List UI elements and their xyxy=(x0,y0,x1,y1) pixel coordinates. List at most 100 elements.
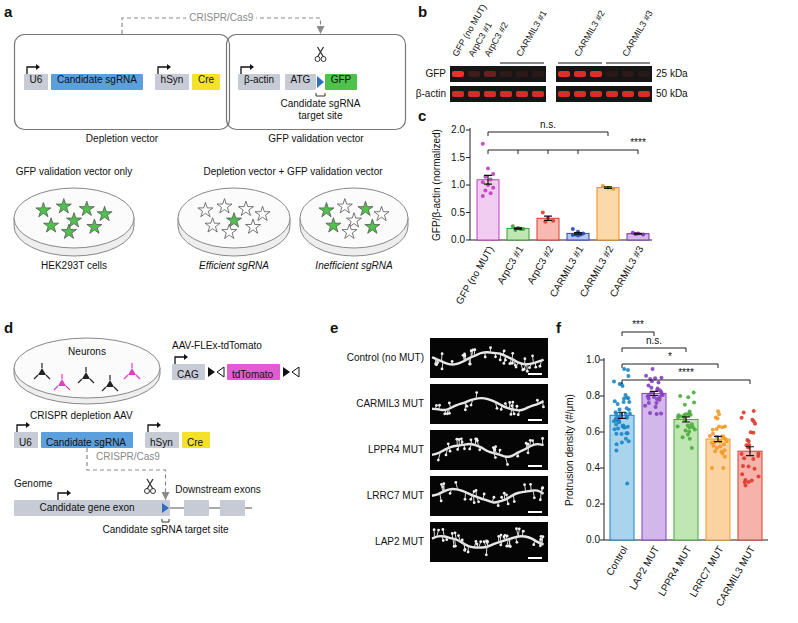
dendrite-image xyxy=(505,545,508,548)
bar-chart xyxy=(625,431,629,435)
dendrite-image xyxy=(456,448,459,451)
start-codon-box: ATG xyxy=(285,74,316,90)
dendrite-image xyxy=(435,404,438,407)
dendrite-image xyxy=(440,500,443,503)
bar-chart xyxy=(489,178,493,182)
dendrite-image xyxy=(430,338,548,378)
significance-mark: * xyxy=(668,351,672,363)
panel-letter: a xyxy=(4,3,12,21)
box-label: β-actin xyxy=(238,74,280,86)
dendrite-image xyxy=(539,544,542,547)
exon-shape xyxy=(14,500,170,516)
dendrite-image xyxy=(511,362,514,365)
promoter-box: β-actin xyxy=(238,74,280,90)
dendrite-image xyxy=(511,352,514,355)
dish-shape xyxy=(44,218,59,232)
culture-dish: HEK293T cells xyxy=(12,182,136,272)
cre-box: Cre xyxy=(192,74,220,90)
western-blot xyxy=(500,62,544,63)
dendrite-image xyxy=(509,545,512,548)
vector-name: AAV-FLEx-tdTomato xyxy=(172,340,262,352)
cre-box: Cre xyxy=(182,432,210,448)
scissors-icon xyxy=(145,479,156,494)
bar-chart xyxy=(600,432,604,433)
bar-chart xyxy=(743,478,747,482)
neuron-cell xyxy=(58,379,66,386)
dendrite-image xyxy=(485,553,488,556)
bar-chart xyxy=(634,233,642,235)
dendrite-image xyxy=(516,405,519,408)
neuron-cell xyxy=(54,374,70,390)
dish-shape xyxy=(346,213,361,227)
dendrite-image xyxy=(536,399,539,402)
dendrite-image xyxy=(532,543,535,546)
category-label: Control xyxy=(604,544,631,578)
dendrite-image xyxy=(467,551,470,554)
dendrite-image xyxy=(451,532,454,535)
dendrite-image xyxy=(503,350,506,353)
bar-chart xyxy=(686,395,690,399)
bar-chart xyxy=(489,191,493,195)
dendrite-image xyxy=(533,496,536,499)
bar-chart xyxy=(650,391,658,395)
dendrite-image xyxy=(513,413,516,416)
tick-label: 1.5 xyxy=(451,152,465,164)
dendrite-image xyxy=(464,498,467,501)
bar-chart xyxy=(614,448,618,452)
bar-chart xyxy=(740,452,744,456)
scale-bar xyxy=(528,419,542,421)
box-label: tdTomato xyxy=(227,367,278,383)
dendrite-image xyxy=(500,496,503,499)
bar-chart xyxy=(466,212,470,213)
bar-chart xyxy=(600,540,604,541)
dendrite-image xyxy=(516,541,519,544)
bar-chart xyxy=(622,380,750,384)
bar-chart xyxy=(643,404,647,408)
dendrite-image xyxy=(475,391,478,394)
dendrite-image xyxy=(499,449,502,452)
bar-chart xyxy=(651,367,655,371)
caption: GFP validation vector xyxy=(226,133,406,145)
dendrite-image xyxy=(500,408,503,411)
promoter-arrow xyxy=(167,64,171,70)
edge-label: CRISPR/Cas9 xyxy=(93,451,163,463)
bar-chart xyxy=(625,406,629,410)
dendrite-image xyxy=(473,348,476,351)
dendrite-image xyxy=(442,539,445,542)
dendrite-image xyxy=(458,438,461,441)
dendrite-image xyxy=(430,476,548,516)
box-label: hSyn xyxy=(155,74,189,86)
bar-chart xyxy=(622,364,718,368)
dish-shape xyxy=(337,199,352,213)
dendrite-image xyxy=(430,338,548,562)
scissors-icon xyxy=(315,47,326,62)
loxp-site xyxy=(283,367,299,377)
bar-chart xyxy=(466,157,470,158)
tick-label: 0.0 xyxy=(451,234,465,246)
scissors-icon xyxy=(315,57,320,62)
western-blot xyxy=(622,91,634,97)
scissors-icon xyxy=(145,489,150,494)
bar-chart xyxy=(614,432,618,436)
bracket xyxy=(316,93,325,96)
dendrite-image xyxy=(484,356,487,359)
bar-chart xyxy=(692,401,696,405)
western-blot xyxy=(558,62,602,63)
dish-shape xyxy=(176,182,292,260)
lane-label: CARMIL3 #2 xyxy=(572,9,607,59)
bar-chart xyxy=(507,228,529,240)
bar-chart xyxy=(625,481,629,485)
dish-shape xyxy=(222,224,237,238)
tick-label: 2.0 xyxy=(451,124,465,136)
dendrite-image xyxy=(445,453,448,456)
dendrite-image xyxy=(508,401,511,404)
dendrite-image xyxy=(435,363,438,366)
bar-chart xyxy=(466,128,652,240)
dendrite-image xyxy=(487,541,489,547)
dendrite-image xyxy=(468,448,471,451)
neuron-cell xyxy=(124,363,140,379)
dendrite-image xyxy=(518,527,521,530)
dendrite-image xyxy=(493,447,496,450)
dendrite-image xyxy=(539,538,542,541)
western-blot xyxy=(450,63,652,102)
